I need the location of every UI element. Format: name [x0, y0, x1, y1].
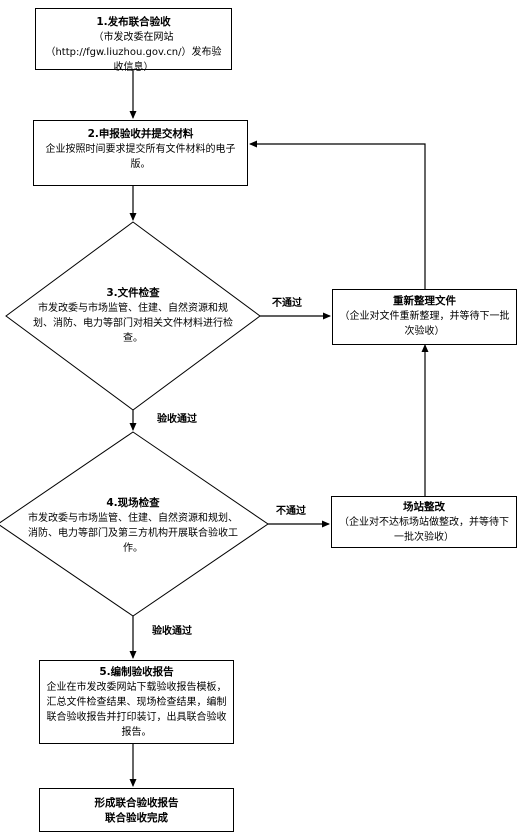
doc-check-pass-label: 验收通过	[157, 413, 197, 427]
step4-site-inspection: 4.现场检查 市发改委与市场监管、住建、自然资源和规划、消防、电力等部门及第三方…	[26, 496, 240, 556]
rectify-site-box: 场站整改 （企业对不达标场站做整改，并等待下一批次验收）	[331, 496, 517, 548]
reorganize-documents-box: 重新整理文件 （企业对文件重新整理，并等待下一批次验收）	[332, 289, 517, 345]
doc-check-fail-label: 不通过	[272, 297, 302, 311]
step1-title: 1.发布联合验收	[96, 16, 171, 28]
step2-title: 2.申报验收并提交材料	[87, 128, 194, 140]
reorganize-title: 重新整理文件	[393, 295, 456, 307]
step5-title: 5.编制验收报告	[99, 666, 174, 678]
step4-desc: 市发改委与市场监管、住建、自然资源和规划、消防、电力等部门及第三方机构开展联合验…	[28, 513, 238, 554]
step3-desc: 市发改委与市场监管、住建、自然资源和规划、消防、电力等部门对相关文件材料进行检查…	[33, 303, 233, 344]
final-line1: 形成联合验收报告	[94, 797, 179, 809]
step2-submit-box: 2.申报验收并提交材料 企业按照时间要求提交所有文件材料的电子版。	[33, 120, 248, 186]
site-check-fail-label: 不通过	[276, 505, 306, 519]
arrow-reorganize-back-to-step2	[249, 140, 426, 289]
step5-desc: 企业在市发改委网站下载验收报告模板，汇总文件检查结果、现场检查结果，编制联合验收…	[46, 682, 227, 738]
step2-desc: 企业按照时间要求提交所有文件材料的电子版。	[45, 144, 236, 170]
step4-title: 4.现场检查	[106, 497, 160, 509]
step3-title: 3.文件检查	[106, 287, 160, 299]
reorganize-desc: （企业对文件重新整理，并等待下一批次验收）	[339, 311, 510, 337]
final-line2: 联合验收完成	[105, 812, 168, 824]
step1-desc: （市发改委在网站（http://fgw.liuzhou.gov.cn/）发布验收…	[45, 32, 222, 73]
rectify-desc: （企业对不达标场站做整改，并等待下一批次验收）	[339, 517, 509, 543]
step3-document-check: 3.文件检查 市发改委与市场监管、住建、自然资源和规划、消防、电力等部门对相关文…	[30, 286, 236, 346]
rectify-title: 场站整改	[403, 501, 445, 513]
step5-report-box: 5.编制验收报告 企业在市发改委网站下载验收报告模板，汇总文件检查结果、现场检查…	[39, 660, 234, 744]
final-report-box: 形成联合验收报告 联合验收完成	[39, 788, 234, 832]
site-check-pass-label: 验收通过	[152, 625, 192, 639]
step1-publish-box: 1.发布联合验收 （市发改委在网站（http://fgw.liuzhou.gov…	[35, 8, 232, 73]
